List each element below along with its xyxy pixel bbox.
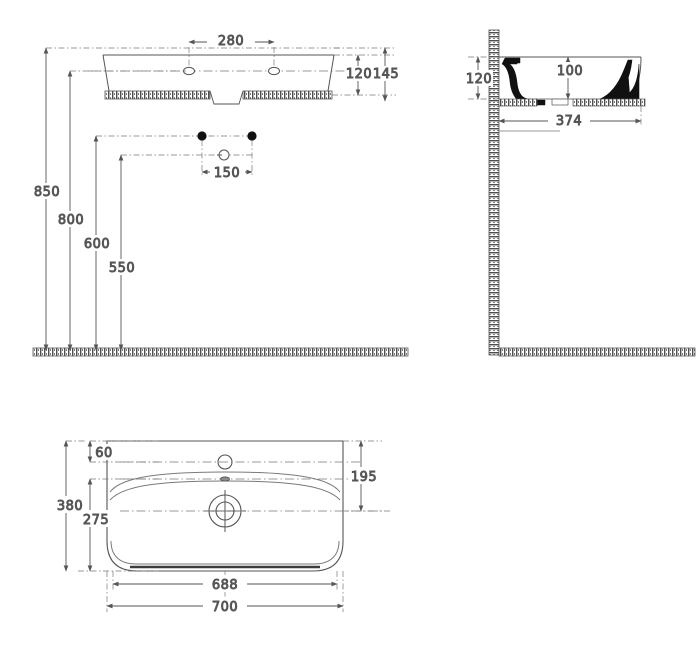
plan-view: 60 275 380 195: [52, 440, 390, 615]
basin-base-hatch-right: [242, 90, 333, 100]
dim-label-145-front: 145: [373, 67, 399, 82]
dimension-100: 100: [545, 56, 584, 100]
waste-trap: [501, 57, 546, 106]
dim-label-60: 60: [95, 446, 113, 461]
fixing-points-detail: 150: [96, 131, 257, 181]
dimension-195: 195: [343, 440, 382, 512]
side-section-view: 120 100 374: [465, 29, 696, 357]
floor-hatch-front: [32, 347, 409, 357]
bowl-inner-curve-front: [110, 540, 340, 565]
dim-label-800: 800: [58, 213, 84, 228]
dim-label-374: 374: [556, 114, 582, 129]
section-base-hatch-right: [572, 98, 646, 107]
dim-label-380: 380: [57, 499, 83, 514]
tap-hole-right: [268, 66, 280, 76]
waste-notch: [209, 90, 244, 105]
dim-label-700: 700: [212, 600, 238, 615]
dimension-600: 600: [83, 135, 111, 351]
dim-label-120-front: 120: [346, 67, 372, 82]
dimension-688: 688: [112, 571, 338, 593]
dimension-275: 275: [78, 478, 160, 572]
dim-label-600: 600: [84, 237, 110, 252]
floor-hatch-side: [498, 347, 696, 357]
dim-label-688: 688: [212, 578, 238, 593]
dim-label-120-side: 120: [466, 72, 492, 87]
dimension-280: 280: [188, 33, 275, 72]
wall-hatch: [488, 29, 500, 356]
section-base-hatch-left: [498, 98, 538, 107]
dimension-800: 800: [57, 70, 85, 351]
dimension-120-front: 120: [332, 54, 396, 96]
dim-label-195: 195: [351, 470, 377, 485]
dimension-145-front: 145: [334, 47, 400, 102]
dim-label-550: 550: [109, 261, 135, 276]
dim-label-150: 150: [214, 166, 240, 181]
front-elevation-view: 280 120: [32, 33, 409, 357]
dim-label-850: 850: [34, 185, 60, 200]
dim-label-100: 100: [557, 64, 583, 79]
support-bracket: [603, 72, 631, 100]
dimension-700: 700: [106, 571, 344, 615]
fixing-dot-left: [197, 131, 207, 141]
basin-front-outline: [88, 54, 352, 105]
dimension-380: 380: [52, 440, 88, 572]
bowl-inner-curve-upper: [109, 471, 341, 493]
dimension-374: 374: [498, 106, 642, 129]
dimension-850: 850: [33, 47, 61, 351]
dimension-60: 60: [87, 440, 160, 463]
dimension-550: 550: [108, 154, 136, 351]
fixing-dot-right: [247, 131, 257, 141]
dimension-120-side: 120: [465, 56, 497, 100]
dim-label-275: 275: [83, 513, 109, 528]
dim-label-280: 280: [218, 34, 244, 49]
waste-outlet: [551, 98, 569, 106]
basin-base-hatch-left: [104, 90, 211, 100]
